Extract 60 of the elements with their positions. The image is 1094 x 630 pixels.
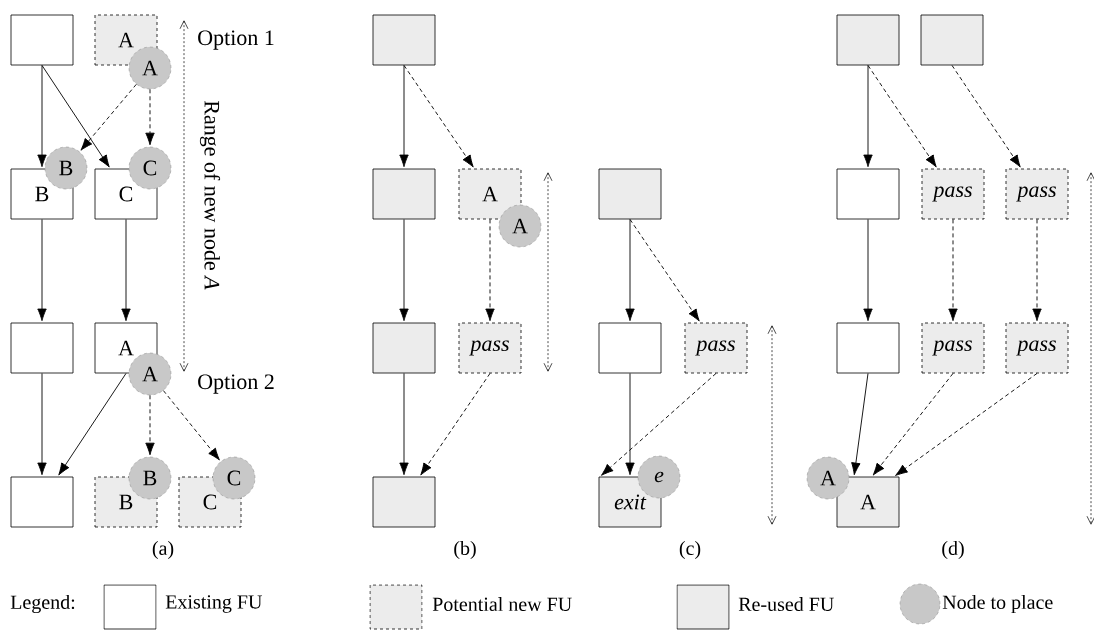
arrow — [37, 218, 47, 322]
arrow — [420, 372, 491, 476]
arrow — [948, 218, 958, 322]
shaded-box — [372, 322, 436, 374]
arrow — [399, 372, 409, 476]
dashed-box: pass — [921, 322, 985, 374]
legend-text: Potential new FU — [432, 596, 572, 612]
arrow — [80, 83, 137, 151]
dashed-box: pass — [921, 168, 985, 220]
legend-text: Node to place — [942, 594, 1053, 614]
unit-box — [10, 14, 74, 66]
axis-label: Range of new node A — [199, 100, 221, 290]
arrow — [629, 218, 700, 322]
arrow — [121, 218, 131, 322]
arrow — [41, 64, 110, 168]
shaded-box — [836, 14, 900, 66]
arrow — [625, 218, 635, 322]
unit-box — [10, 322, 74, 374]
legend-text: Re-used FU — [738, 596, 834, 612]
shaded-box — [598, 168, 662, 220]
shaded-box — [372, 168, 436, 220]
arrow — [37, 64, 47, 168]
arrow — [895, 372, 1038, 476]
arrow — [162, 390, 220, 461]
arrow — [625, 372, 635, 476]
legend-title: Legend: — [10, 594, 75, 614]
caption-label: (c) — [679, 540, 701, 560]
arrow — [485, 218, 495, 322]
arrow — [37, 372, 47, 476]
shaded-box: A — [836, 476, 900, 528]
dashed-box: pass — [458, 322, 522, 374]
unit-box — [836, 322, 900, 374]
arrow — [399, 218, 409, 322]
shaded-box — [372, 476, 436, 528]
arrow — [145, 394, 155, 456]
shaded-box — [372, 14, 436, 66]
arrow — [867, 64, 937, 168]
arrow — [863, 64, 873, 168]
arrow — [601, 372, 717, 476]
caption-label: (d) — [942, 540, 964, 560]
arrow — [951, 64, 1021, 168]
arrow — [1032, 218, 1042, 322]
unit-box — [598, 322, 662, 374]
unit-box — [836, 168, 900, 220]
arrow — [399, 64, 409, 168]
option-label: Option 2 — [198, 374, 274, 394]
dashed-box: pass — [1005, 168, 1069, 220]
dashed-box: pass — [1005, 322, 1069, 374]
dashed-box: pass — [684, 322, 748, 374]
caption-label: (b) — [454, 540, 476, 560]
caption-label: (a) — [152, 540, 174, 560]
arrow — [851, 372, 869, 476]
unit-box — [10, 476, 74, 528]
arrow — [403, 64, 474, 168]
shaded-box — [920, 14, 984, 66]
arrow — [863, 218, 873, 322]
legend-text: Existing FU — [165, 595, 263, 613]
arrow — [145, 88, 155, 146]
option-label: Option 1 — [198, 30, 274, 50]
arrow — [872, 372, 954, 476]
